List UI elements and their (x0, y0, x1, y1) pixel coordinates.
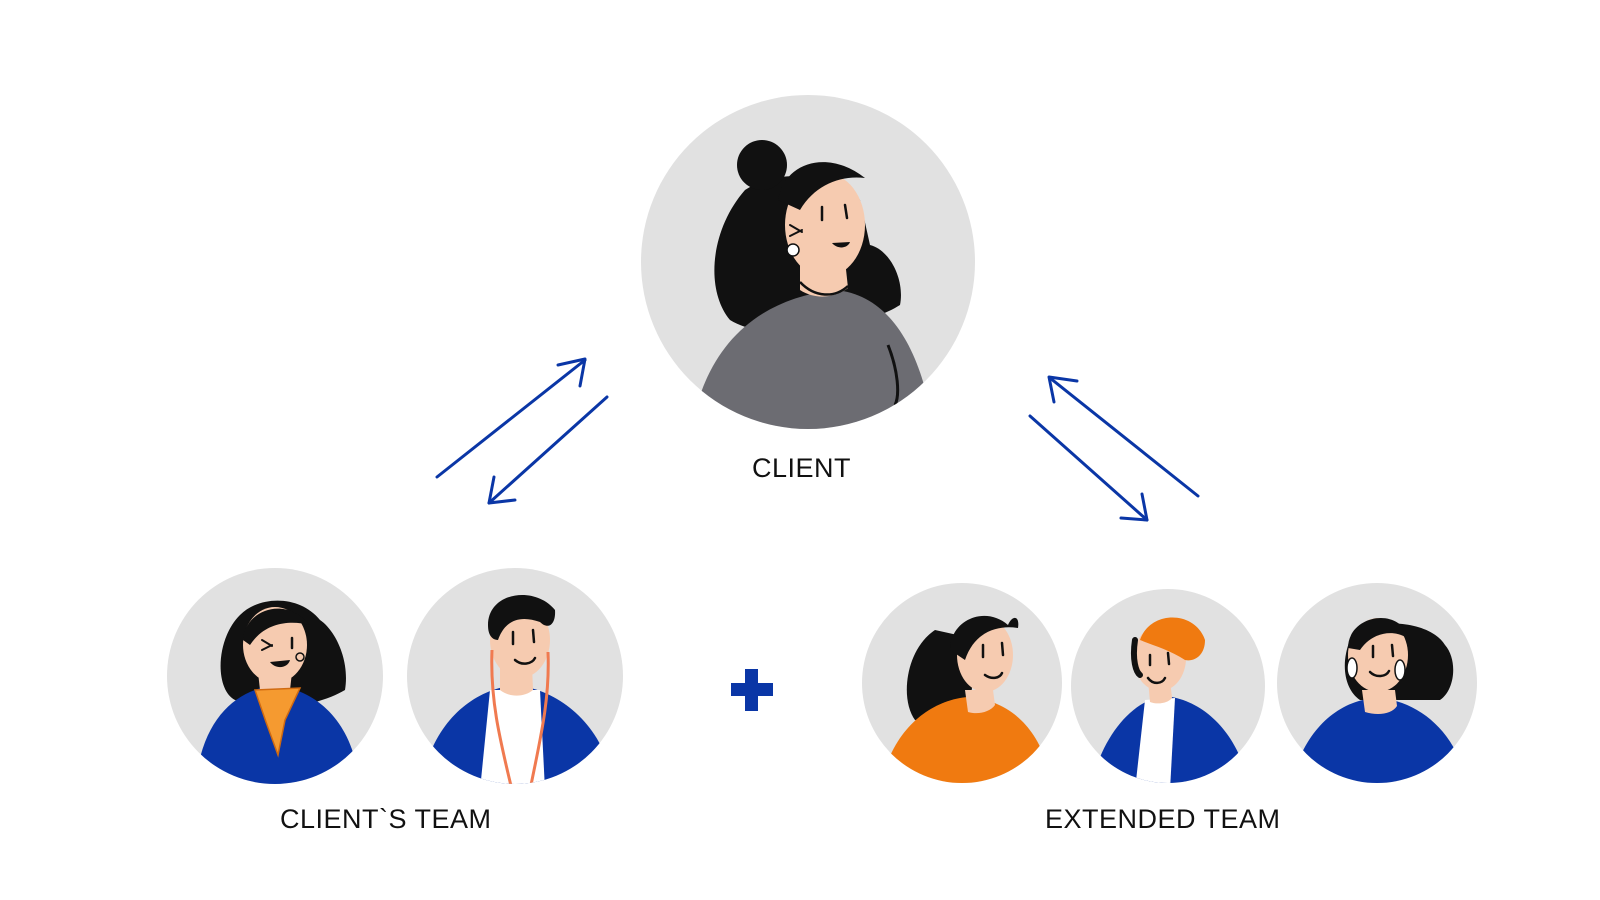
arrowhead-icon (1119, 492, 1149, 522)
extended-team-member-1 (862, 583, 1062, 783)
arrows-client-clients-team (435, 357, 609, 505)
woman-orange-scarf-avatar-icon (195, 600, 360, 784)
extended-team-member-2 (1071, 589, 1265, 783)
man-orange-beanie-avatar-icon (1090, 617, 1250, 783)
arrow-to-client (435, 358, 587, 479)
client-label: CLIENT (752, 453, 852, 483)
arrow-to-clients-team (487, 395, 609, 505)
woman-orange-shirt-avatar-icon (880, 615, 1052, 783)
woman-earrings-avatar-icon (1290, 618, 1468, 783)
client-avatar (641, 95, 975, 429)
clients-team-member-1 (167, 568, 383, 784)
extended-team-group (862, 583, 1477, 783)
clients-team-label: CLIENT`S TEAM (280, 804, 492, 834)
arrows-client-extended-team (1028, 375, 1200, 522)
extended-team-member-3 (1277, 583, 1477, 783)
clients-team-group (167, 568, 623, 784)
clients-team-member-2 (407, 568, 623, 784)
arrowhead-icon (556, 357, 587, 388)
arrowhead-icon (487, 475, 517, 505)
arrow-to-extended-team (1028, 414, 1149, 522)
arrow-to-client (1048, 376, 1200, 498)
arrowhead-icon (1047, 375, 1079, 404)
extended-team-label: EXTENDED TEAM (1045, 804, 1281, 834)
client-woman-avatar-icon (690, 140, 935, 429)
plus-icon (731, 669, 773, 711)
man-headphones-avatar-icon (420, 594, 615, 784)
